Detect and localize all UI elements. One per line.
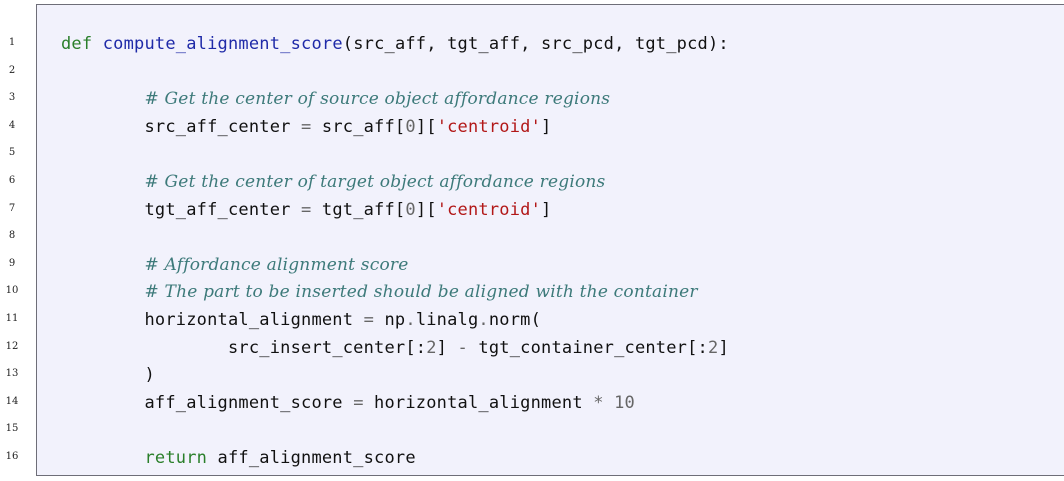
code-token-op: .: [405, 310, 416, 330]
code-token-op: -: [457, 337, 468, 358]
code-line: # The part to be inserted should be alig…: [61, 282, 698, 302]
code-token-cm: # Get the center of source object afford…: [144, 89, 611, 110]
code-token-pl: tgt_container_center[:: [467, 337, 708, 358]
code-token-pl: ]: [436, 337, 458, 358]
code-token-pl: ]: [541, 116, 552, 137]
code-token-op: .: [478, 310, 489, 330]
code-token-num: 0: [405, 116, 416, 137]
line-number: 4: [8, 119, 16, 131]
code-token-num: 0: [405, 199, 416, 220]
line-number: 10: [5, 285, 19, 297]
code-token-pl: aff_alignment_score: [207, 448, 416, 468]
line-number: 8: [8, 230, 16, 242]
code-line: # Get the center of target object afford…: [61, 172, 605, 192]
code-token-num: 2: [708, 337, 719, 358]
line-number: 6: [8, 175, 16, 186]
code-token-num: 2: [426, 337, 437, 358]
code-line: tgt_aff_center = tgt_aff[0]['centroid']: [61, 200, 551, 220]
line-number: 2: [8, 64, 16, 76]
code-token-pl: src_insert_center[:: [227, 337, 427, 358]
code-token-op: *: [593, 392, 604, 413]
line-number: 5: [8, 147, 16, 159]
code-token-cm: # Affordance alignment score: [144, 254, 409, 275]
code-token-pl: src_aff[: [311, 116, 406, 137]
code-token-num: 10: [614, 392, 635, 413]
line-number: 7: [8, 202, 16, 214]
code-token-pl: (src_aff, tgt_aff, src_pcd, tgt_pcd):: [342, 34, 729, 54]
code-token-fn: compute_alignment_score: [102, 34, 343, 54]
code-block: def compute_alignment_score(src_aff, tgt…: [36, 4, 1064, 476]
code-token-pl: np: [374, 310, 406, 330]
line-number: 16: [5, 451, 19, 462]
code-token-pl: ): [144, 365, 155, 386]
code-token-cm: # Get the center of target object afford…: [144, 172, 606, 192]
code-token-pl: ][: [415, 116, 437, 137]
code-token-st: 'centroid': [436, 199, 542, 220]
code-token-pl: norm(: [488, 310, 542, 330]
code-line: # Affordance alignment score: [61, 255, 408, 275]
code-line: aff_alignment_score = horizontal_alignme…: [61, 393, 635, 413]
code-line: return aff_alignment_score: [61, 448, 416, 468]
line-number: 1: [8, 37, 16, 48]
code-token-pl: [604, 393, 614, 413]
code-token-cm: # The part to be inserted should be alig…: [144, 282, 698, 303]
code-token-pl: linalg: [415, 310, 479, 330]
line-number: 14: [5, 395, 19, 407]
code-token-pl: aff_alignment_score: [144, 392, 354, 413]
code-token-pl: [92, 34, 102, 54]
code-token-pl: ]: [718, 337, 729, 358]
code-token-op: =: [301, 199, 312, 220]
code-token-op: =: [301, 116, 312, 137]
code-token-st: 'centroid': [436, 116, 542, 137]
code-line: def compute_alignment_score(src_aff, tgt…: [61, 34, 729, 54]
line-number: 13: [5, 368, 19, 380]
code-token-pl: ]: [541, 199, 552, 220]
code-token-pl: src_aff_center: [144, 116, 302, 137]
code-token-op: =: [353, 392, 364, 413]
line-number: 9: [8, 257, 16, 269]
line-number: 12: [5, 340, 19, 352]
code-token-pl: ][: [415, 199, 437, 220]
code-line: src_insert_center[:2] - tgt_container_ce…: [61, 338, 729, 358]
code-token-pl: tgt_aff[: [311, 199, 406, 220]
code-line: src_aff_center = src_aff[0]['centroid']: [61, 117, 551, 137]
code-token-pl: horizontal_alignment: [144, 310, 364, 330]
code-token-pl: tgt_aff_center: [144, 199, 302, 220]
code-token-op: =: [363, 310, 375, 330]
code-token-kw: def: [61, 34, 93, 54]
code-line: ): [61, 365, 155, 385]
code-token-pl: horizontal_alignment: [363, 392, 594, 413]
line-number: 3: [8, 92, 16, 104]
code-line: # Get the center of source object afford…: [61, 89, 610, 109]
code-line: horizontal_alignment = np.linalg.norm(: [61, 310, 541, 330]
code-token-kw: return: [144, 448, 208, 468]
line-number: 11: [5, 313, 19, 324]
line-number: 15: [5, 423, 19, 435]
